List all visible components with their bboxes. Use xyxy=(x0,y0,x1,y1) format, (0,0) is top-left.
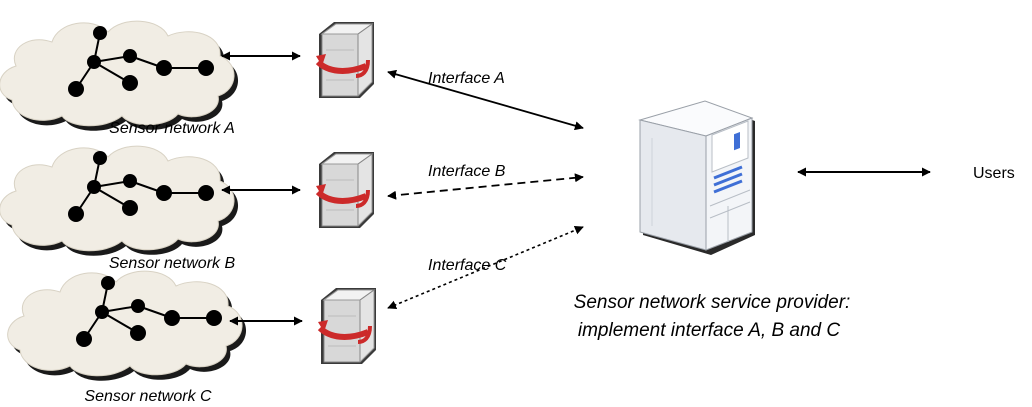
interface-b-link xyxy=(387,173,584,200)
provider-caption-line2: implement interface A, B and C xyxy=(578,320,841,341)
sensor-network-b: Sensor network B xyxy=(0,145,240,272)
gateway-server-icon xyxy=(316,152,374,228)
interface-a-link xyxy=(387,69,584,131)
network-label-a: Sensor network A xyxy=(109,120,235,137)
interface-c-link xyxy=(387,225,584,310)
network-label-b: Sensor network B xyxy=(109,255,236,272)
interface-b-label: Interface B xyxy=(428,163,506,180)
sensor-network-c: Sensor network C xyxy=(6,270,248,405)
tower-server-icon xyxy=(638,100,755,255)
interface-c-label: Interface C xyxy=(428,257,507,274)
network-label-c: Sensor network C xyxy=(84,388,212,405)
sensor-network-a: Sensor network A xyxy=(0,20,240,137)
cloud-icon xyxy=(0,20,240,132)
gateway-server-icon xyxy=(318,288,376,364)
cloud-icon xyxy=(6,270,248,382)
gateway-server-icon xyxy=(316,22,374,98)
interface-a-label: Interface A xyxy=(428,70,505,87)
users-label: Users xyxy=(973,165,1015,182)
provider-caption-line1: Sensor network service provider: xyxy=(574,292,851,313)
cloud-icon xyxy=(0,145,240,257)
